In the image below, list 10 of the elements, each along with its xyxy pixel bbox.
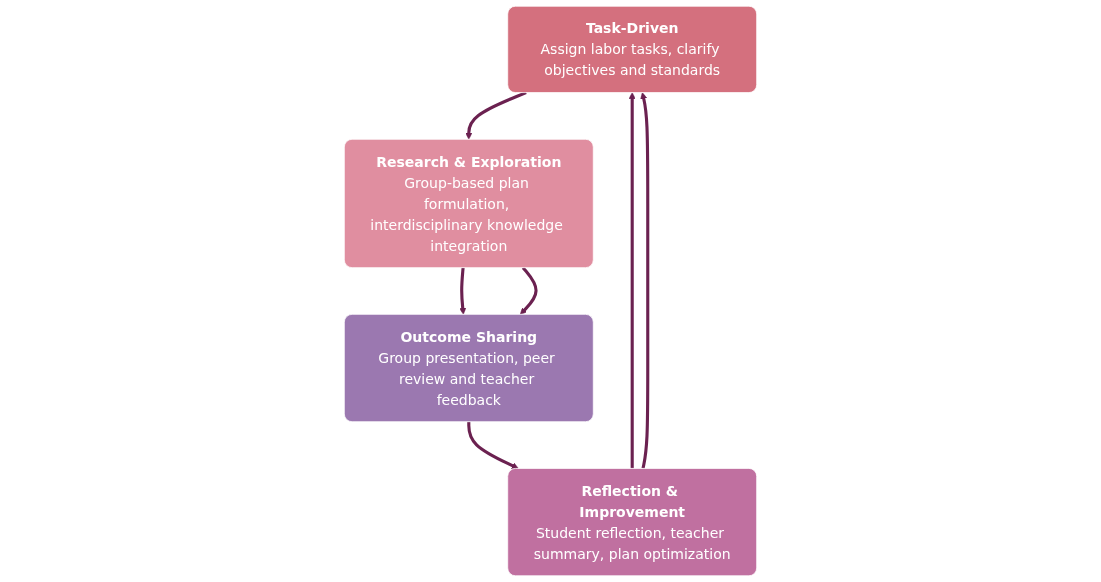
node-box: Outcome Sharing Group presentation, peer review and teacher feedback bbox=[343, 313, 594, 423]
node-box: Task-Driven Assign labor tasks, clarify objectives and standards bbox=[507, 5, 758, 93]
arrow bbox=[520, 266, 538, 315]
arrow bbox=[459, 267, 467, 315]
arrow bbox=[467, 421, 519, 469]
arrow bbox=[640, 92, 650, 469]
arrow bbox=[465, 91, 527, 140]
node-box: Research & Exploration Group-based plan formulation, interdisciplinary knowledge integration bbox=[343, 138, 594, 269]
node-box: Reflection & Improvement Student reflection, teacher summary, plan optimization bbox=[507, 468, 758, 577]
arrow bbox=[628, 92, 636, 469]
